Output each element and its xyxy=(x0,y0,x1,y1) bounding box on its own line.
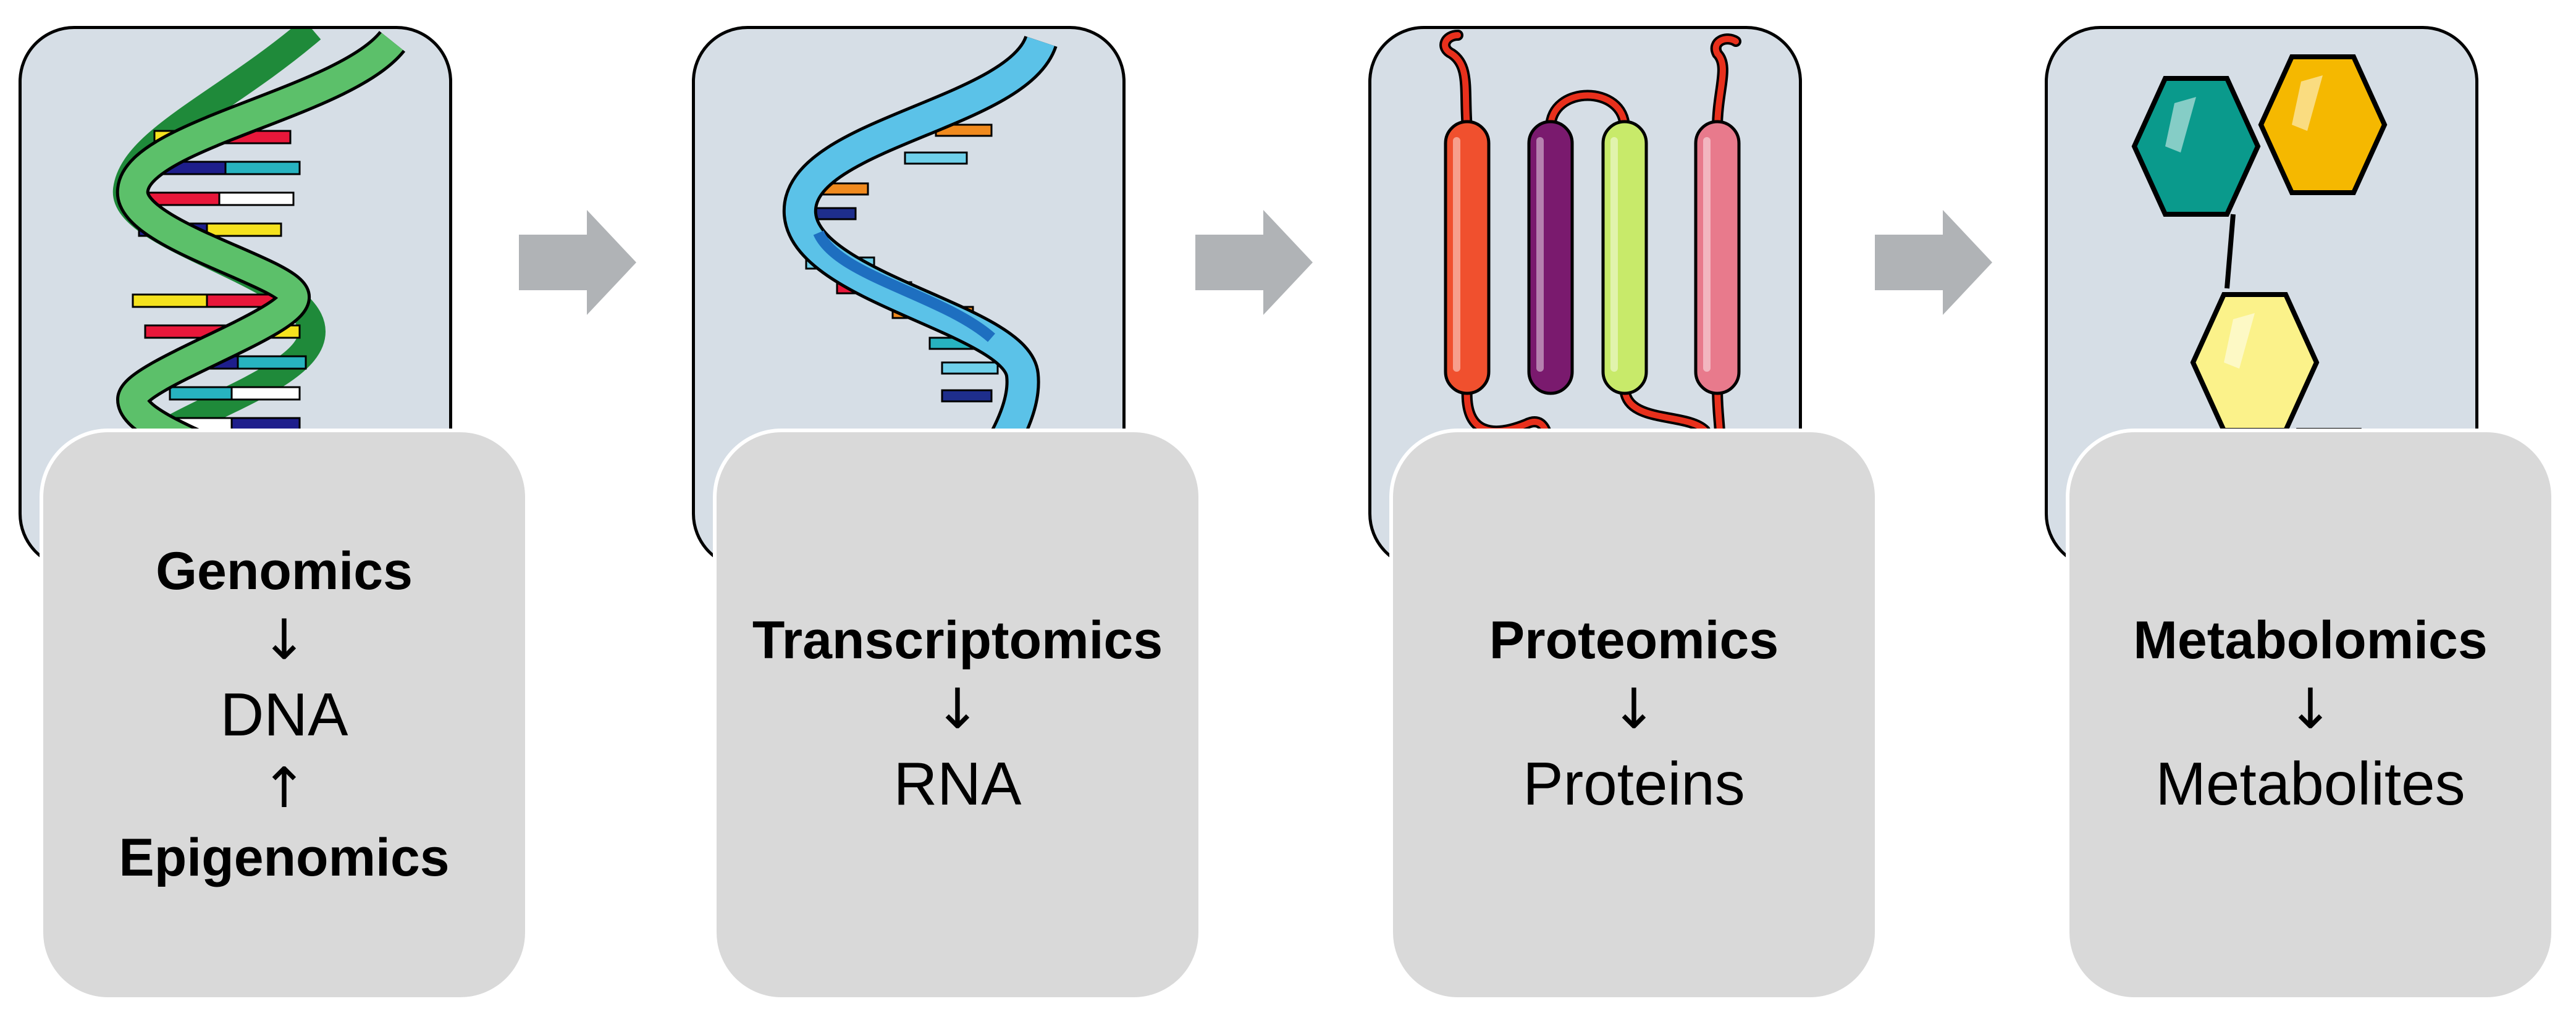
proteomics-title: Proteomics xyxy=(1489,610,1779,670)
stage-transcriptomics: Transcriptomics ↓ RNA xyxy=(692,0,1211,1017)
metabolomics-label-box: Metabolomics ↓ Metabolites xyxy=(2069,432,2551,997)
flow-arrow-icon xyxy=(519,210,636,315)
up-arrow: ↑ xyxy=(261,756,308,821)
stage-proteomics: Proteomics ↓ Proteins xyxy=(1368,0,1887,1017)
protein-helices-icon xyxy=(1439,30,1741,516)
stage-metabolomics: Metabolomics ↓ Metabolites xyxy=(2045,0,2564,1017)
down-arrow: ↓ xyxy=(934,677,981,742)
down-arrow: ↓ xyxy=(261,608,308,673)
genomics-title: Genomics xyxy=(156,541,413,601)
epigenomics-title: Epigenomics xyxy=(119,827,450,887)
metabolomics-title: Metabolomics xyxy=(2133,610,2488,670)
proteins-label: Proteins xyxy=(1523,749,1745,818)
genomics-label-box: Genomics ↓ DNA ↑ Epigenomics xyxy=(43,432,525,997)
transcriptomics-label-box: Transcriptomics ↓ RNA xyxy=(717,432,1198,997)
down-arrow: ↓ xyxy=(1610,677,1657,742)
down-arrow: ↓ xyxy=(2287,677,2334,742)
proteomics-label-box: Proteomics ↓ Proteins xyxy=(1393,432,1875,997)
dna-label: DNA xyxy=(220,680,348,748)
metabolites-label: Metabolites xyxy=(2155,749,2465,818)
stage-genomics: Genomics ↓ DNA ↑ Epigenomics xyxy=(19,0,537,1017)
transcriptomics-title: Transcriptomics xyxy=(752,610,1163,670)
flow-arrow-icon xyxy=(1875,210,1992,315)
flow-arrow-icon xyxy=(1195,210,1313,315)
rna-label: RNA xyxy=(893,749,1022,818)
